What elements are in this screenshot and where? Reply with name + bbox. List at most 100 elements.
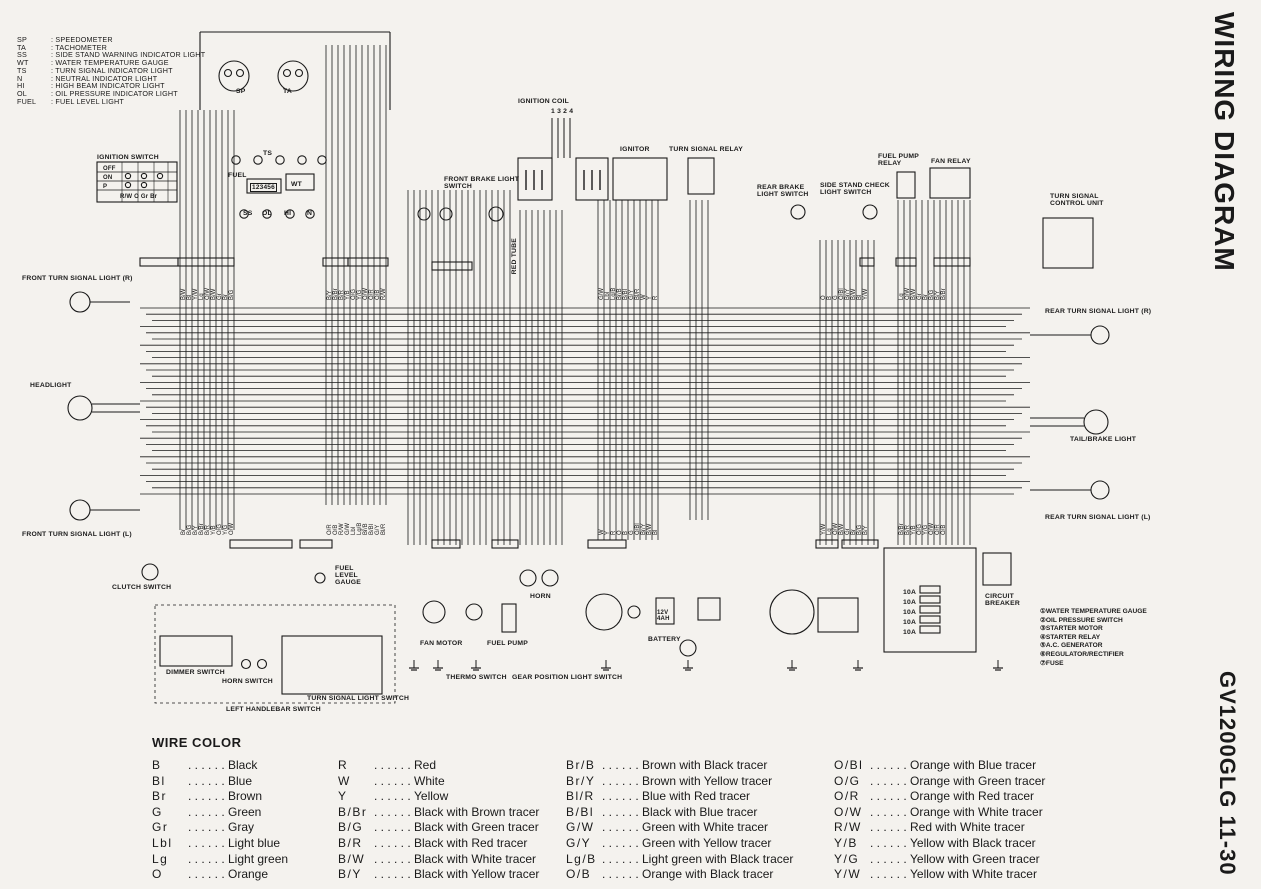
wire-color-name: Orange with Blue tracer	[910, 758, 1037, 772]
wire-code-tag: Y	[605, 531, 611, 535]
component-list-item: ⑦FUSE	[1040, 660, 1147, 669]
abbreviation-code: WT	[17, 58, 29, 68]
dimmer-switch-table	[159, 635, 233, 667]
wire-color-name: Black with Red tracer	[414, 835, 528, 850]
headlight-bulb	[67, 395, 93, 421]
ignition-contact	[156, 172, 164, 180]
rear-brake-light-switch	[790, 204, 806, 220]
wire-code-tag: B/Br	[199, 523, 205, 535]
wire-code-tag: B/Br	[941, 288, 947, 300]
wire-code-tag: Bl/R	[381, 523, 387, 535]
label-fuel-level-gauge: FUEL LEVEL GAUGE	[335, 565, 361, 586]
abbreviation-code: OL	[17, 88, 27, 98]
component-name: STARTER RELAY	[1045, 633, 1101, 641]
leader-dots: . . . . . .	[602, 820, 639, 835]
connector-block	[177, 257, 235, 267]
abbreviation-desc: : TURN SIGNAL INDICATOR LIGHT	[51, 65, 173, 75]
wire-color-entry: B/Y . . . . . .Black with Yellow tracer	[338, 867, 539, 883]
leader-dots: . . . . . .	[374, 773, 411, 788]
fuse-element	[919, 585, 941, 594]
gear-position-switch-symbol	[585, 593, 623, 631]
label-sp: SP	[236, 88, 246, 95]
connector-block	[841, 539, 879, 549]
wire-color-name: Green with Yellow tracer	[642, 835, 772, 850]
wire-color-code: O/B	[566, 867, 592, 882]
wire-color-code: B/G	[338, 820, 364, 835]
leader-dots: . . . . . .	[602, 773, 639, 788]
component-name: A.C. GENERATOR	[1045, 642, 1103, 650]
wire-color-code: Lg/B	[566, 851, 597, 866]
fuse-box	[883, 547, 977, 653]
leader-dots: . . . . . .	[602, 804, 639, 819]
connector-block	[587, 539, 627, 549]
wire-code-tag: Lg	[199, 293, 205, 300]
connector-block	[347, 257, 389, 267]
wire-color-name: Green	[228, 804, 262, 819]
label-circuit-breaker: CIRCUIT BREAKER	[985, 593, 1021, 607]
connector-block	[859, 257, 875, 267]
component-number: ②	[1040, 616, 1046, 624]
wire-color-entry: B . . . . . .Black	[152, 758, 288, 774]
wire-code-tag: B/Y	[863, 525, 869, 535]
front-turn-signal-r-bulb	[69, 291, 91, 313]
wire-color-name: Orange	[228, 867, 269, 882]
wire-code-tag: B/W	[911, 288, 917, 300]
wire-code-tag: B/W	[211, 288, 217, 300]
wire-code-tag: G	[833, 295, 839, 300]
wire-color-code: O/R	[834, 789, 860, 804]
wire-color-code: Lg	[152, 851, 169, 866]
fuse-label: 10A	[903, 599, 917, 606]
ignition-coil-right	[575, 157, 609, 201]
wire-code-tag: G/Y	[629, 290, 635, 300]
component-list-item: ①WATER TEMPERATURE GAUGE	[1040, 608, 1147, 617]
leader-dots: . . . . . .	[870, 835, 907, 850]
wire-color-name: Black with Green tracer	[414, 820, 539, 835]
wire-color-entry: B/Bl . . . . . .Black with Blue tracer	[566, 805, 793, 821]
wire-code-tag: B/G	[229, 289, 235, 300]
wire-color-entry: O . . . . . .Orange	[152, 867, 288, 883]
wire-color-name: Black with Brown tracer	[414, 804, 540, 819]
wire-color-name: White	[414, 773, 445, 788]
wire-code-tag: G	[629, 530, 635, 535]
indicator-bulb	[223, 68, 233, 78]
leader-dots: . . . . . .	[188, 835, 225, 850]
turn-signal-control-unit-box	[1042, 217, 1094, 269]
abbreviation-desc: : TACHOMETER	[51, 42, 108, 52]
label-horn: HORN	[530, 593, 551, 600]
wire-code-tag: B/R	[905, 524, 911, 535]
label-tail-brake: TAIL/BRAKE LIGHT	[1070, 436, 1137, 443]
fuse-label: 10A	[903, 619, 917, 626]
leader-dots: . . . . . .	[188, 804, 225, 819]
wire-color-entry: R . . . . . .Red	[338, 758, 539, 774]
abbreviation-row: SS: SIDE STAND WARNING INDICATOR LIGHT	[17, 51, 205, 59]
indicator-bulb	[235, 68, 245, 78]
wire-color-name: Orange with Red tracer	[910, 789, 1035, 804]
wire-code-tag: B/Br	[333, 288, 339, 300]
label-gear-position-light-switch: GEAR POSITION LIGHT SWITCH	[512, 674, 623, 681]
wire-color-name: Yellow with Black tracer	[910, 835, 1036, 850]
wire-color-code: O/G	[834, 773, 861, 788]
indicator-bulb	[282, 68, 292, 78]
fuse-element	[919, 605, 941, 614]
wire-code-tag: Br	[923, 294, 929, 300]
wire-color-name: Light green with Black tracer	[642, 851, 794, 866]
wire-code-tag: O	[617, 530, 623, 535]
indicator-bulb	[239, 209, 249, 219]
abbreviation-desc: : WATER TEMPERATURE GAUGE	[51, 58, 169, 68]
wire-code-tag: O/W	[929, 523, 935, 535]
thermo-switch-symbol	[465, 603, 483, 621]
wire-code-tag: O/Bl	[839, 288, 845, 300]
label-ol: OL	[262, 210, 272, 217]
leader-dots: . . . . . .	[870, 758, 907, 772]
component-number: ⑦	[1040, 659, 1046, 667]
wire-code-tag: Gr	[917, 293, 923, 300]
wire-color-entry: R/W . . . . . .Red with White tracer	[834, 820, 1045, 836]
wire-color-code: B/R	[338, 835, 363, 850]
wire-color-code: G/Y	[566, 835, 592, 850]
rear-turn-signal-r-bulb	[1090, 325, 1110, 345]
wire-code-tag: O/Bl	[635, 523, 641, 535]
leader-dots: . . . . . .	[188, 789, 225, 804]
connector-block	[299, 539, 333, 549]
turn-signal-switch-table	[281, 635, 383, 695]
